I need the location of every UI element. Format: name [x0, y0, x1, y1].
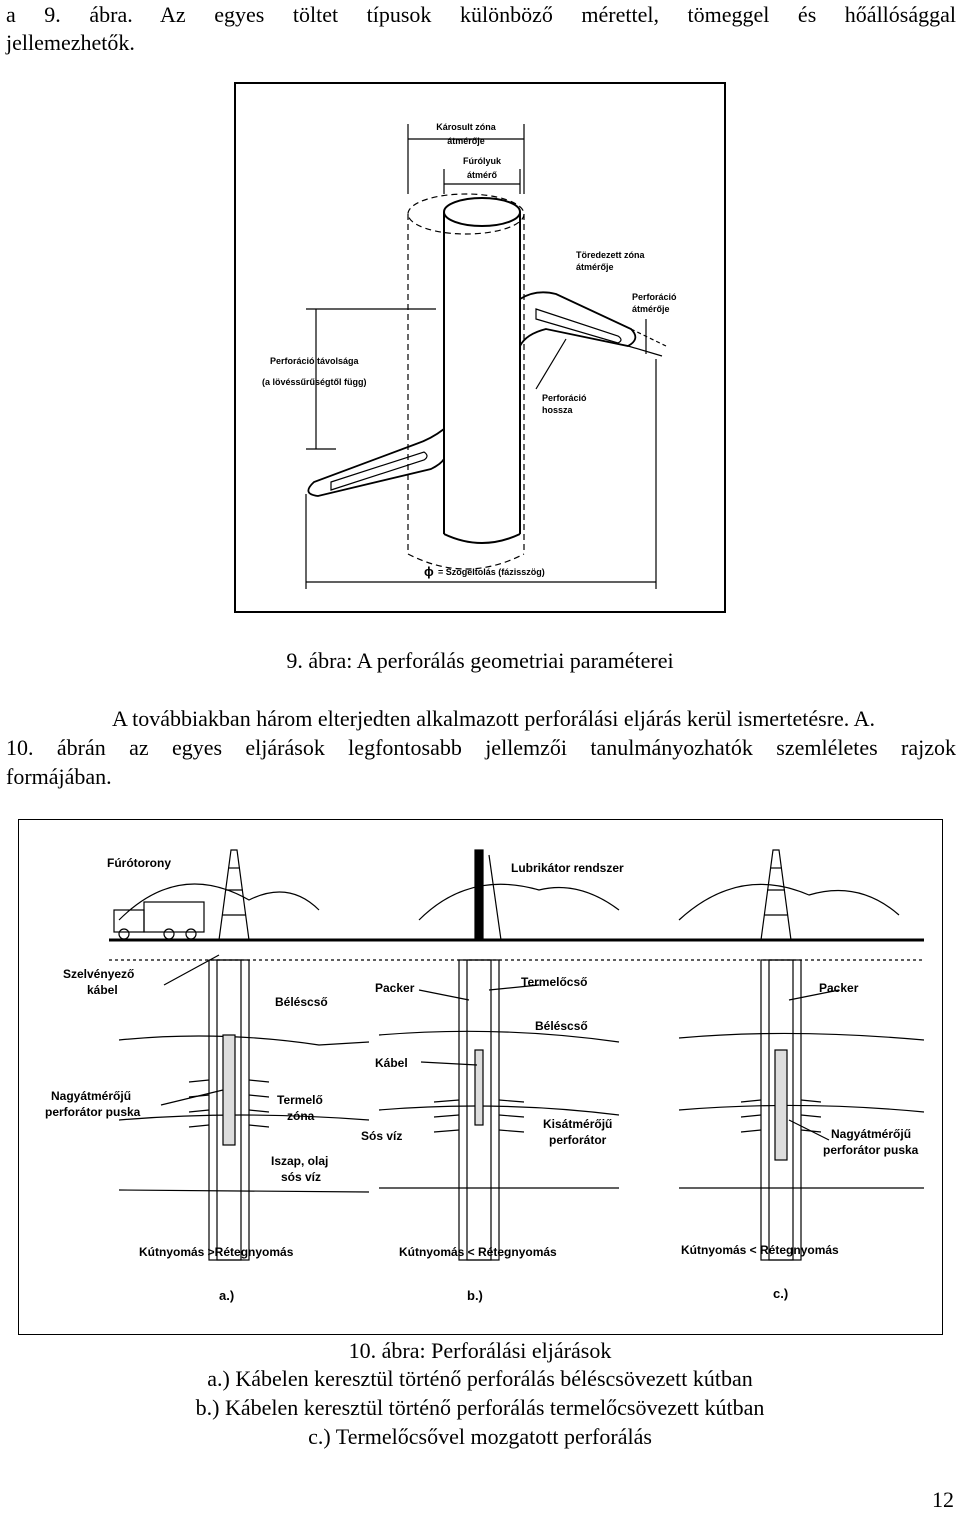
label-big-gun-c-2: perforátor puska	[823, 1143, 919, 1157]
figure-10-item-b: b.) Kábelen keresztül történő perforálás…	[195, 1395, 765, 1420]
label-casing-a: Béléscső	[275, 995, 328, 1009]
label-perf-length-1: Perforáció	[542, 393, 587, 403]
label-pressure-c: Kútnyomás < Rétegnyomás	[681, 1243, 839, 1257]
label-derrick: Fúrótorony	[107, 856, 171, 870]
label-logging-cable-2: kábel	[87, 983, 118, 997]
label-damaged-zone-1: Károsult zóna	[436, 122, 497, 132]
label-mud-2: sós víz	[281, 1170, 321, 1184]
label-tubing-b: Termelőcső	[521, 975, 587, 989]
label-crushed-zone-1: Töredezett zóna	[576, 250, 646, 260]
paragraph-line-3: formájában.	[6, 764, 112, 789]
label-packer-c: Packer	[819, 981, 859, 995]
label-perf-distance-2: (a lövéssűrűségtől függ)	[262, 377, 367, 387]
label-crushed-zone-2: átmérője	[576, 262, 614, 272]
label-cable-b: Kábel	[375, 1056, 408, 1070]
figure-9-caption: 9. ábra: A perforálás geometriai paramét…	[286, 648, 674, 673]
label-perf-length-2: hossza	[542, 405, 574, 415]
label-big-gun-c-1: Nagyátmérőjű	[831, 1127, 911, 1141]
label-mud-1: Iszap, olaj	[271, 1154, 328, 1168]
label-borehole-2: átmérő	[467, 170, 498, 180]
tag-c: c.)	[773, 1286, 788, 1301]
tag-a: a.)	[219, 1288, 234, 1303]
paragraph-line-1: A továbbiakban három elterjedten alkalma…	[112, 706, 875, 731]
figure-10-caption: 10. ábra: Perforálási eljárások	[348, 1338, 612, 1363]
label-perf-diameter-1: Perforáció	[632, 292, 677, 302]
label-lubricator: Lubrikátor rendszer	[511, 861, 624, 875]
label-borehole-1: Fúrólyuk	[463, 156, 502, 166]
intro-line-2: jellemezhetők.	[6, 30, 135, 55]
label-big-gun-a-2: perforátor puska	[45, 1105, 141, 1119]
label-perf-distance-1: Perforáció távolsága	[270, 356, 360, 366]
intro-line-1: a 9. ábra. Az egyes töltet típusok külön…	[6, 2, 956, 27]
label-packer-b: Packer	[375, 981, 415, 995]
label-logging-cable-1: Szelvényező	[63, 967, 134, 981]
page-number: 12	[932, 1487, 954, 1512]
label-prod-zone-2: zóna	[287, 1109, 315, 1123]
paragraph-line-2: 10. ábrán az egyes eljárások legfontosab…	[6, 735, 956, 760]
label-salt-water: Sós víz	[361, 1129, 402, 1143]
label-perf-diameter-2: átmérője	[632, 304, 670, 314]
label-pressure-b: Kútnyomás < Rétegnyomás	[399, 1245, 557, 1259]
label-pressure-a: Kútnyomás >Rétegnyomás	[139, 1245, 294, 1259]
label-small-gun-1: Kisátmérőjű	[543, 1117, 612, 1131]
perforation-methods-diagram: Fúrótorony Lubrikátor rendszer Szelvénye…	[45, 849, 925, 1303]
figure-10-item-c: c.) Termelőcsővel mozgatott perforálás	[308, 1424, 652, 1449]
label-small-gun-2: perforátor	[549, 1133, 607, 1147]
label-prod-zone-1: Termelő	[277, 1093, 323, 1107]
figure-10-item-a: a.) Kábelen keresztül történő perforálás…	[207, 1366, 753, 1391]
label-damaged-zone-2: átmérője	[447, 136, 485, 146]
tag-b: b.)	[467, 1288, 483, 1303]
label-big-gun-a-1: Nagyátmérőjű	[51, 1089, 131, 1103]
label-casing-b: Béléscső	[535, 1019, 588, 1033]
phasing-symbol: ϕ	[424, 564, 434, 579]
figure-10-frame: Fúrótorony Lubrikátor rendszer Szelvénye…	[18, 819, 943, 1335]
label-phasing: = Szögeltolás (fázisszög)	[438, 567, 545, 577]
perforation-geometry-diagram: Károsult zóna átmérője Fúrólyuk átmérő T…	[262, 122, 677, 589]
figure-9-frame: Károsult zóna átmérője Fúrólyuk átmérő T…	[234, 82, 726, 613]
